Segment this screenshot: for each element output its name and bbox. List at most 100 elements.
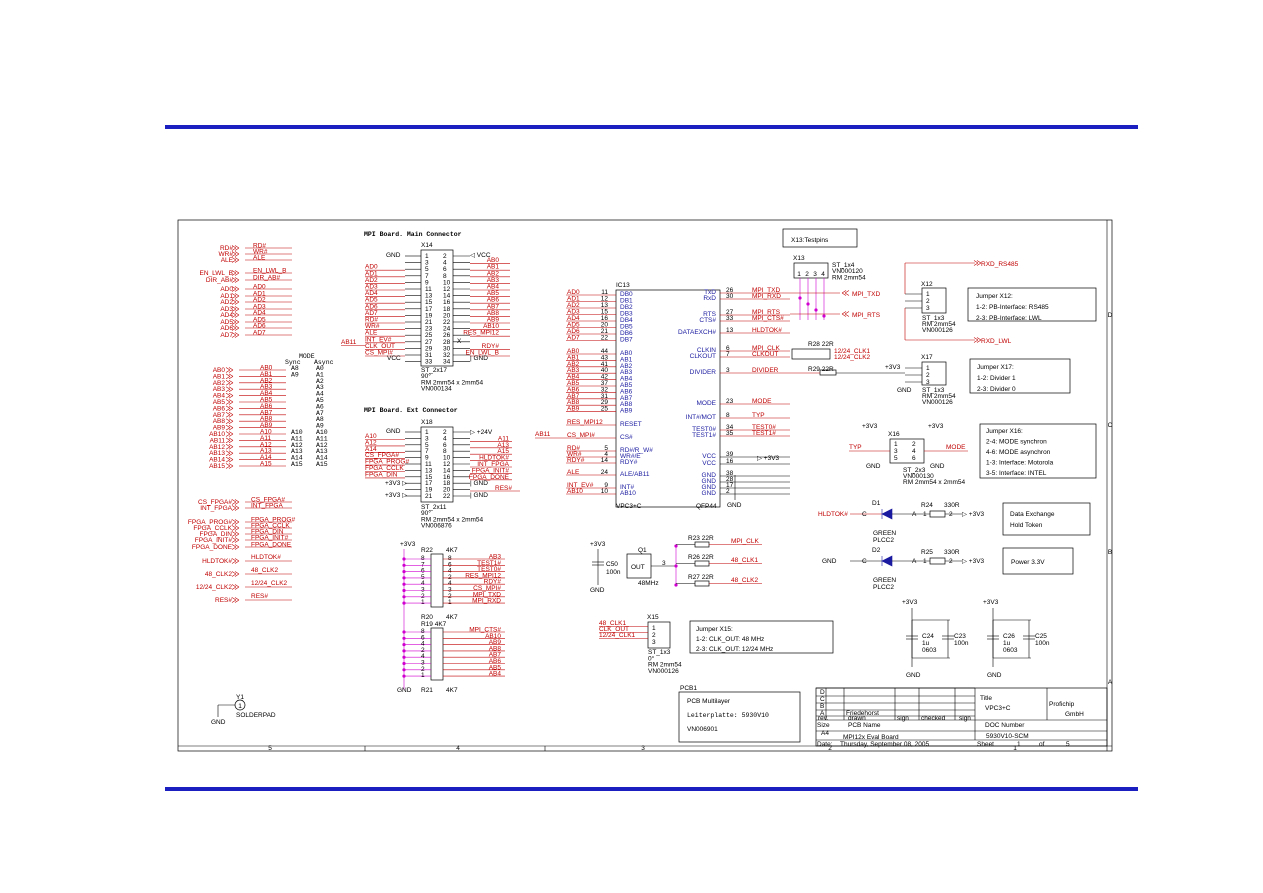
x16-pin-2: 2 <box>912 441 916 448</box>
x18-pin-7: 7 <box>425 448 429 455</box>
junction-dot <box>674 564 678 568</box>
port-label-AB15: A15 <box>260 461 272 468</box>
port-AB11: AB11 <box>210 437 226 444</box>
x14-pin-23: 23 <box>425 326 433 333</box>
async-15: A15 <box>316 461 328 468</box>
x16-ref: X16 <box>888 431 900 438</box>
x13-ref: X13 <box>793 255 805 262</box>
ic13-pin-11: 11 <box>601 289 608 296</box>
junction-dot <box>402 570 406 574</box>
ic13-pin-42: 42 <box>601 374 609 381</box>
ic13-CLKOUT-6: CLKOUT <box>690 353 716 360</box>
led-resistor-D1 <box>929 510 946 518</box>
port-INT_FPGA: INT_FPGA <box>200 505 232 512</box>
x18-pin-17: 17 <box>425 480 433 487</box>
x18-24v-label: ▷ +24V <box>470 429 493 436</box>
x16-3v3-a: +3V3 <box>862 423 878 430</box>
note-power: Power 3.3V <box>1011 559 1045 566</box>
port-AB12: AB12 <box>209 444 225 451</box>
led-pwr-D2: ▷ +3V3 <box>962 558 985 565</box>
ic13-AB10: AB10 <box>620 490 636 497</box>
port-label-DIR_AB#: DIR_AB# <box>253 275 280 282</box>
cap-ref-C26: C26 <box>1003 633 1015 640</box>
jx16-line-2: 4-6: MODE asynchron <box>986 449 1051 456</box>
ic13-pin-17: 17 <box>726 482 734 489</box>
ic13-abnet-AB2: AB2 <box>567 361 580 368</box>
port-AB14: AB14 <box>209 457 225 464</box>
port-label-AD1: AD1 <box>253 291 266 298</box>
port-symbol <box>231 299 240 305</box>
x14-pin-30: 30 <box>443 345 451 352</box>
x14-pin-21: 21 <box>425 319 433 326</box>
port-label-WR#: WR# <box>253 249 268 256</box>
r22-net-TEST1#: TEST1# <box>477 560 501 567</box>
r29-body <box>819 369 837 376</box>
r19-lp-7: 1 <box>421 672 425 679</box>
jx16-line-4: 3-5: Interface: INTEL <box>986 470 1047 477</box>
junction-dot <box>798 296 802 300</box>
x13-pin-1: 1 <box>797 271 801 278</box>
r22-net-AB3: AB3 <box>489 554 502 561</box>
osc-net-48_CLK2: 48_CLK2 <box>731 577 758 584</box>
ic13-abnet-AB4: AB4 <box>567 374 580 381</box>
x14-pin-33: 33 <box>425 359 433 366</box>
x13-pin-4: 4 <box>821 271 825 278</box>
clk2-label: 12/24_CLK2 <box>834 354 871 361</box>
x14-pin-34: 34 <box>443 359 451 366</box>
ic13-pin-5: 5 <box>604 445 608 452</box>
ic13-rnet-HLDTOK#: HLDTOK# <box>752 327 782 334</box>
port-label-RES#: RES# <box>251 593 268 600</box>
x18-net-INT_FPGA: INT_FPGA <box>477 461 509 468</box>
mode-header: MODE <box>299 353 315 360</box>
x17-pin-1: 1 <box>926 365 930 372</box>
x14-vcc2-label: VCC <box>387 355 401 362</box>
mpi-txd-port-label: MPI_TXD <box>852 291 880 298</box>
async-4: A4 <box>316 391 324 398</box>
x15-net-1: CLK_OUT <box>599 626 629 633</box>
border-col-1: 1 <box>1013 745 1017 752</box>
r22-rp-0: 8 <box>448 555 452 562</box>
tb-pcb-name: MPI12x Eval Board <box>843 734 899 741</box>
jx12-line-1: 1-2: PB-Interface: RS485 <box>976 304 1049 311</box>
x15-foot-2: RM 2mm54 <box>648 662 682 669</box>
x18-3v3-a: +3V3 ▷ <box>385 480 408 487</box>
jx16-line-0: Jumper X16: <box>986 428 1023 435</box>
pcb-line-0: PCB Multilayer <box>687 698 731 705</box>
x14-net-CS_MPI#: CS_MPI# <box>365 350 393 357</box>
mpi-txd-port <box>841 290 850 296</box>
port-label-RD#: RD# <box>253 243 266 250</box>
led-rv-D2: 330R <box>944 549 960 556</box>
ic13-pin-8: 8 <box>726 412 730 419</box>
port-symbol <box>225 456 234 463</box>
junction-dot <box>402 661 406 666</box>
r19-lp-0: 8 <box>421 628 425 635</box>
jx15-line-0: Jumper X15: <box>696 626 733 633</box>
port-WR#: WR# <box>219 251 234 258</box>
testpins-label: X13:Testpins <box>791 237 829 244</box>
ic13-pin-27: 27 <box>726 309 734 316</box>
port-symbol <box>231 537 240 543</box>
ic13-pin-35: 35 <box>726 430 734 437</box>
ic13-pin-22: 22 <box>601 335 609 342</box>
junction-dot <box>674 544 678 548</box>
r19-lp-2: 4 <box>421 641 425 648</box>
ic13-dbnet-AD3: AD3 <box>567 309 580 316</box>
led-ref-D1: D1 <box>872 500 881 507</box>
ic13-pin-34: 34 <box>726 424 734 431</box>
ic13-DB7: DB7 <box>620 337 633 344</box>
ic13-DATAEXCH#-4: DATAEXCH# <box>678 329 716 336</box>
x14-net-AD7: AD7 <box>365 310 378 317</box>
port-symbol <box>225 373 234 380</box>
x14-ab11-label: AB11 <box>341 339 357 346</box>
junction-dot <box>402 601 406 605</box>
x14-gnd-label: GND <box>386 252 401 259</box>
r22-rp-3: 2 <box>448 574 452 581</box>
osc-3v3: +3V3 <box>590 541 606 548</box>
rn-3v3: +3V3 <box>400 541 416 548</box>
